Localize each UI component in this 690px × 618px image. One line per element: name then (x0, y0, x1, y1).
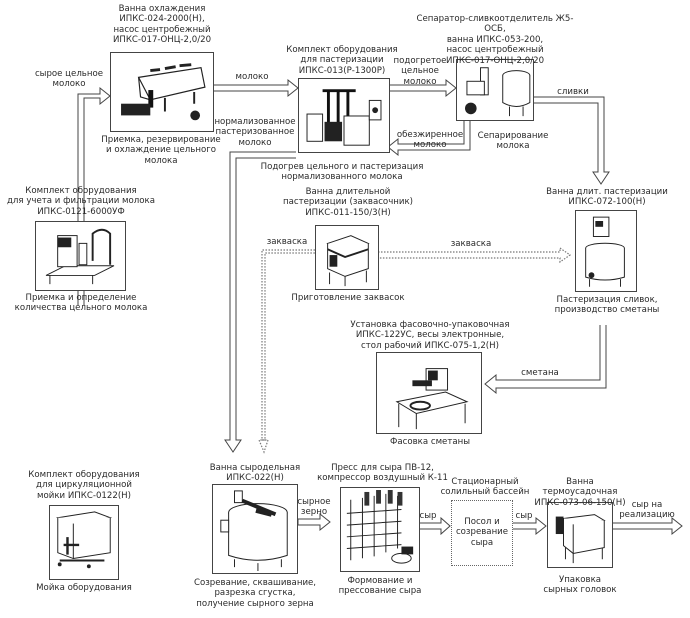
starter-tank-icon (326, 235, 370, 287)
filling-table-icon (395, 368, 469, 430)
separator-icon (465, 67, 531, 117)
process-label-filling: Фасовка сметаны (389, 437, 471, 447)
equipment-label-brine: Стационарный солильный бассейн (440, 477, 530, 498)
arrow-curd (297, 512, 331, 532)
arrow-cream (533, 96, 610, 185)
equipment-label-pasteurization: Комплект оборудования для пастеризации И… (286, 45, 398, 76)
flow-label-cheese-2: сыр (515, 511, 533, 521)
equipment-label-cip: Комплект оборудования для циркуляционной… (28, 470, 140, 501)
cheese-vat-icon (220, 490, 288, 571)
equipment-label-separator: Сепаратор-сливкоотделитель Ж5-ОСБ, ванна… (416, 14, 574, 66)
unit-box-shrink[interactable] (547, 502, 613, 568)
unit-box-separator[interactable] (456, 59, 534, 121)
equipment-label-filling: Установка фасовочно-упаковочная ИПКС-122… (350, 320, 510, 351)
flow-label-cheese-1: сыр (419, 511, 437, 521)
flow-label-to-sale: сыр на реализацию (619, 500, 675, 521)
flow-label-heated-milk: подогретое цельное молоко (393, 56, 447, 87)
flow-label-raw-milk: сырое цельное молоко (34, 69, 104, 90)
unit-box-filling[interactable] (376, 352, 482, 434)
arrow-milk (212, 78, 299, 98)
unit-box-cip[interactable] (49, 505, 119, 580)
equipment-label-metering: Комплект оборудования для учета и фильтр… (6, 186, 156, 217)
process-label-shrink: Упаковка сырных головок (543, 575, 617, 596)
unit-box-cheese-vat[interactable] (212, 484, 298, 574)
equipment-label-cream-pasteurization: Ванна длит. пастеризации ИПКС-072-100(Н) (546, 187, 668, 208)
flow-label-sour-cream: сметана (521, 368, 559, 378)
unit-box-pasteurization[interactable] (298, 78, 390, 153)
process-label-starter: Приготовление заквасок (291, 293, 405, 303)
process-label-cream-pasteurization: Пастеризация сливок, производство сметан… (554, 295, 660, 316)
process-label-brine: Посол и созревание сыра (455, 517, 509, 548)
arrow-sour-cream (484, 325, 607, 395)
unit-box-cooling[interactable] (110, 52, 214, 132)
arrow-starter-right (378, 246, 572, 264)
arrow-normalized-milk (224, 151, 296, 453)
flow-label-cream: сливки (557, 87, 589, 97)
cip-unit-icon (55, 511, 113, 569)
flow-label-normalized-milk: нормализованное пастеризованное молоко (214, 117, 296, 148)
flow-label-milk: молоко (235, 72, 269, 82)
flow-label-curd: сырное зерно (297, 497, 331, 518)
cheese-press-icon (346, 490, 414, 564)
arrow-to-sale (611, 516, 683, 536)
equipment-label-starter: Ванна длительной пастеризации (заквасочн… (282, 187, 414, 218)
pasteurizer-icon (306, 89, 382, 146)
unit-box-starter[interactable] (315, 225, 379, 290)
equipment-label-shrink: Ванна термоусадочная ИПКС-073-06-150(Н) (534, 477, 626, 508)
shrink-tank-icon (555, 514, 606, 564)
unit-box-cream-pasteurization[interactable] (575, 210, 637, 292)
unit-box-metering[interactable] (35, 221, 126, 291)
unit-box-press[interactable] (340, 487, 420, 572)
equipment-label-cooling: Ванна охлаждения ИПКС-024-2000(Н), насос… (112, 4, 212, 46)
process-label-press: Формование и прессование сыра (338, 576, 422, 597)
process-label-separator: Сепарирование молока (477, 131, 549, 152)
process-label-pasteurization: Подогрев цельного и пастеризация нормали… (260, 162, 424, 183)
arrow-starter-left (258, 249, 315, 454)
process-label-metering: Приемка и определение количества цельног… (14, 293, 148, 314)
equipment-label-cheese-vat: Ванна сыродельная ИПКС-022(Н) (209, 463, 301, 484)
process-label-cooling: Приемка, резервирование и охлаждение цел… (101, 135, 221, 166)
arrow-cheese-1 (417, 516, 451, 536)
arrow-heated-milk (387, 78, 457, 98)
flow-label-starter-left: закваска (266, 237, 308, 247)
equipment-label-press: Пресс для сыра ПВ-12, компрессор воздушн… (317, 463, 448, 484)
horizontal-tank-icon (121, 63, 206, 121)
arrow-cheese-2 (511, 516, 547, 536)
metering-unit-icon (45, 228, 115, 285)
flow-label-starter-right: закваска (450, 239, 492, 249)
process-label-cip: Мойка оборудования (36, 583, 132, 593)
process-label-cheese-vat: Созревание, сквашивание, разрезка сгустк… (193, 578, 317, 609)
cream-tank-icon (585, 216, 625, 287)
unit-box-brine[interactable] (451, 500, 513, 566)
flow-label-skim-milk: обезжиренное молоко (396, 130, 464, 151)
